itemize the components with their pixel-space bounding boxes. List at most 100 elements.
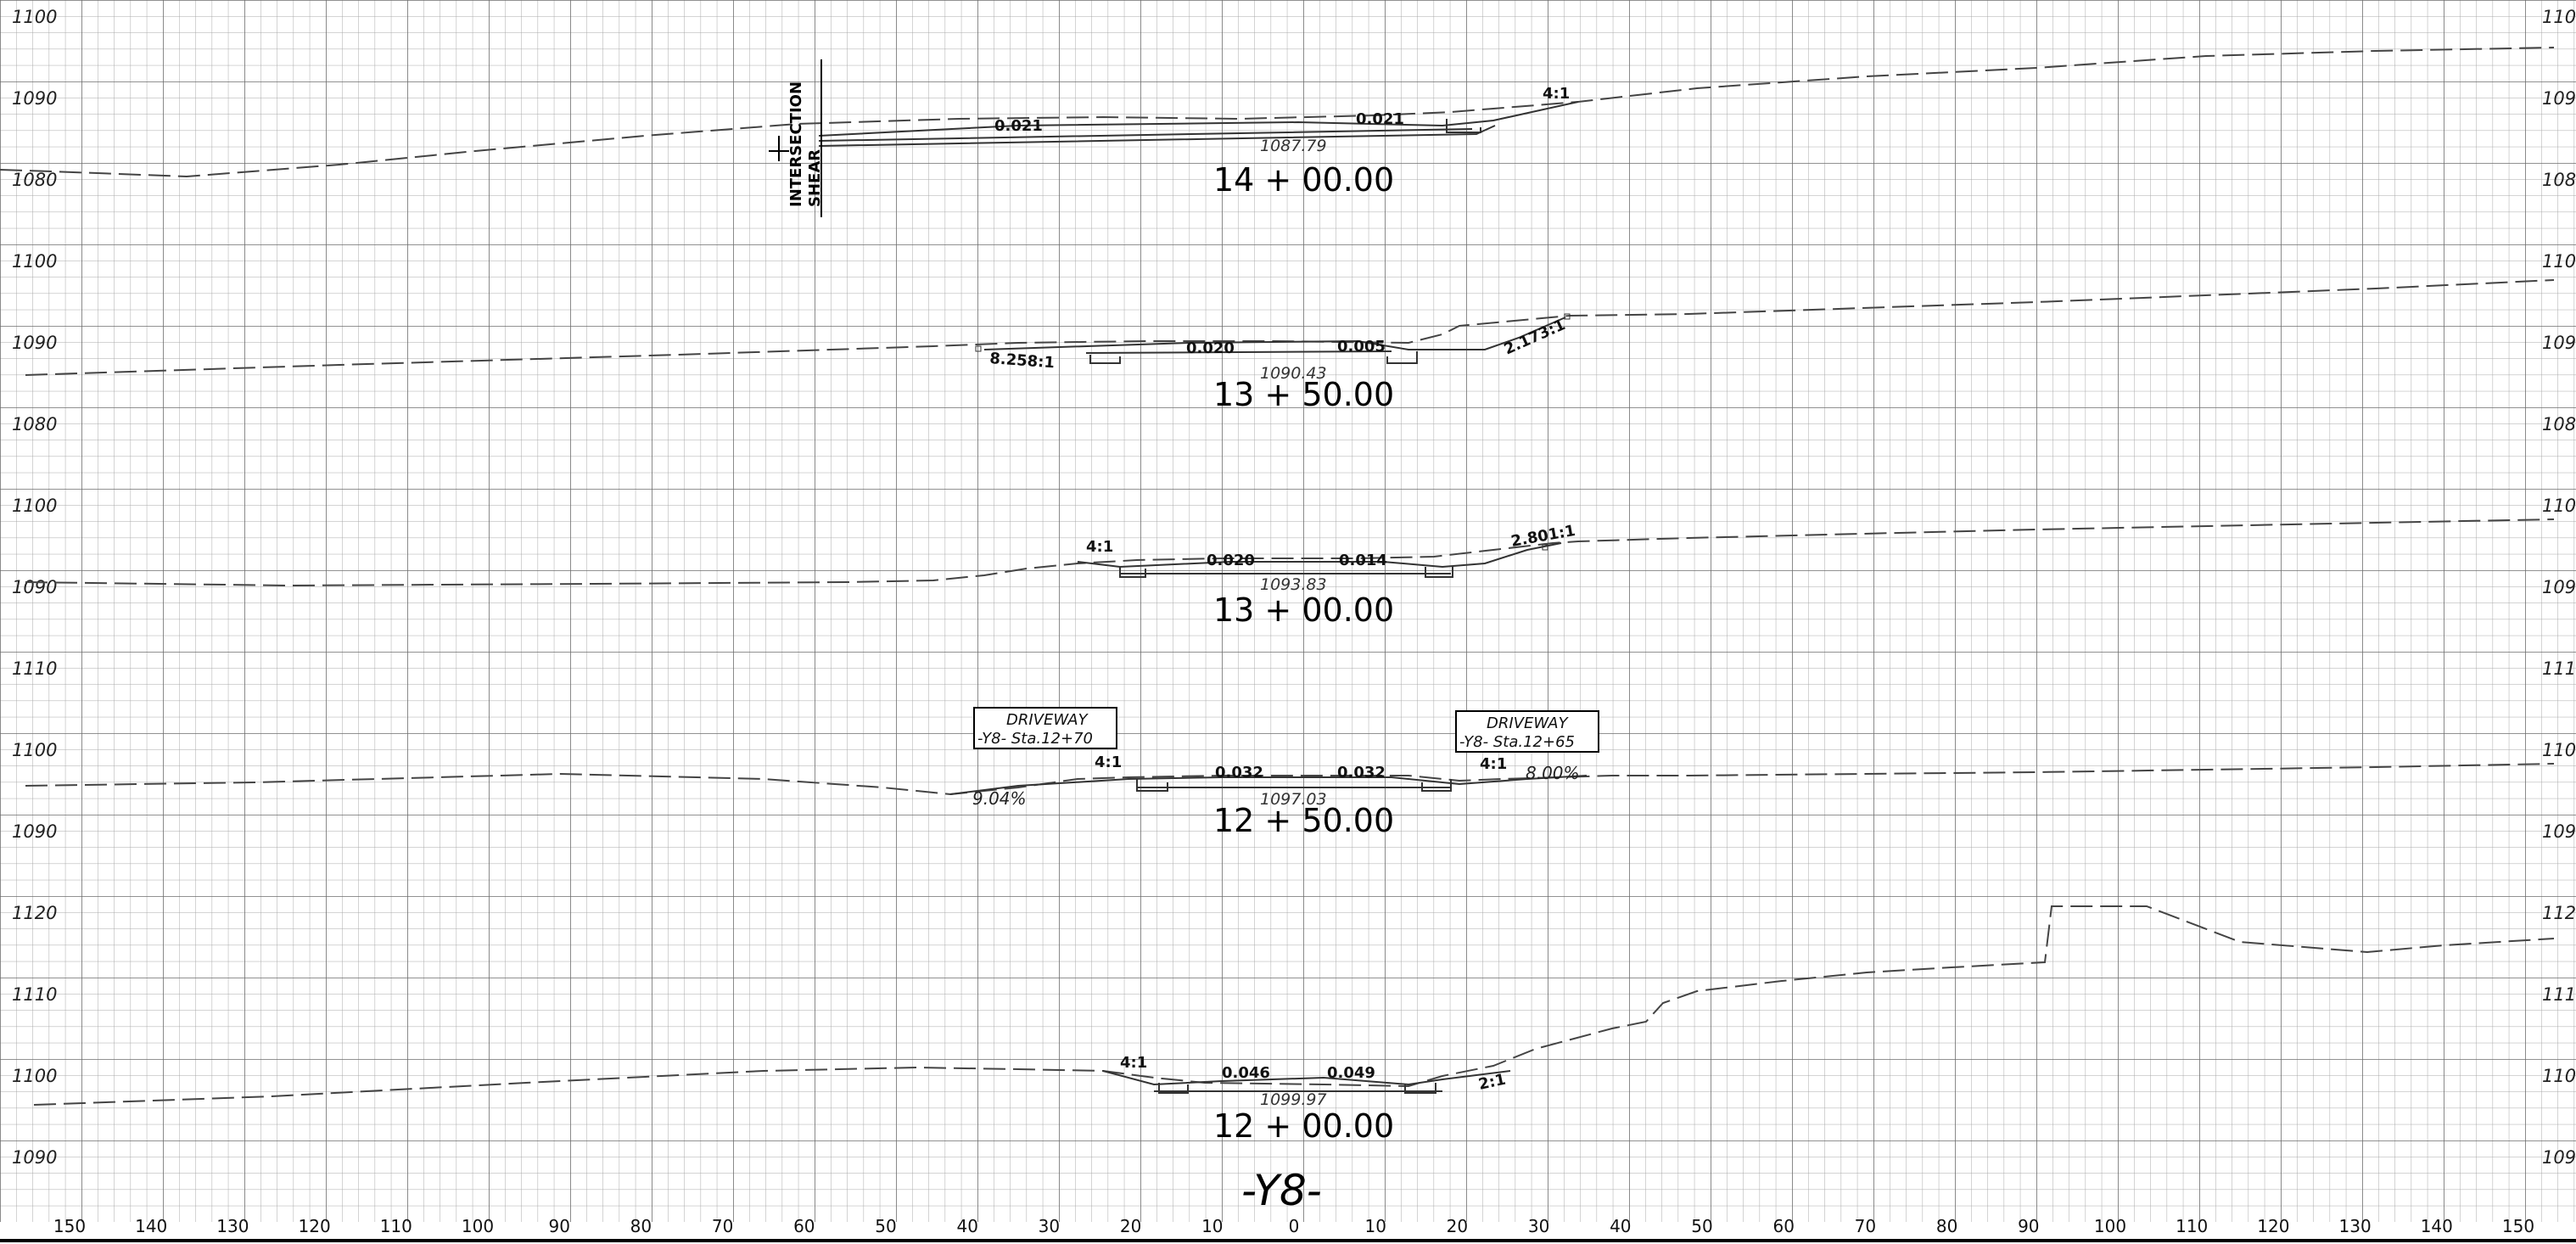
existing-ground-line — [25, 279, 2555, 376]
side-slope-label: 4:1 — [1120, 1054, 1147, 1072]
driveway-station: -Y8- Sta.12+70 — [977, 730, 1093, 748]
cross-slope-label: 0.021 — [994, 117, 1043, 135]
elev-label-left: 1100 — [12, 740, 57, 760]
elev-label-right: 1090 — [2542, 1147, 2576, 1168]
curb-gutter — [1119, 567, 1453, 578]
driveway-grade: 8.00% — [1526, 763, 1580, 783]
offset-tick-label: 140 — [2421, 1216, 2453, 1236]
offset-tick-label: 130 — [216, 1216, 249, 1236]
offset-tick-label: 120 — [2257, 1216, 2289, 1236]
offset-tick-label: 20 — [1447, 1216, 1468, 1236]
proposed-roadway — [1102, 1070, 1511, 1092]
note-line-1: INTERSECTION — [787, 81, 805, 207]
cross-slope-label: 0.049 — [1327, 1064, 1375, 1082]
offset-tick-label: 70 — [1855, 1216, 1876, 1236]
elev-label-left: 1090 — [12, 577, 57, 597]
slope-stake-marker — [975, 345, 982, 352]
station-label: 12 + 00.00 — [1213, 1107, 1394, 1145]
offset-tick-label: 130 — [2339, 1216, 2372, 1236]
elev-label-left: 1090 — [12, 333, 57, 353]
offset-tick-label: 100 — [462, 1216, 494, 1236]
section-1250: 1110 1100 1090 1110 1100 1090 DRIVEWAY -… — [12, 658, 2576, 842]
elev-label-left: 1080 — [12, 170, 57, 190]
elev-label-left: 1100 — [12, 251, 57, 272]
offset-tick-label: 90 — [548, 1216, 569, 1236]
alignment-title: -Y8- — [1241, 1166, 1322, 1215]
elev-label-left: 1090 — [12, 821, 57, 842]
elev-label-left: 1090 — [12, 1147, 57, 1168]
elev-label-right: 1090 — [2542, 88, 2576, 109]
slope-stake-marker — [1564, 313, 1571, 320]
offset-tick-label: 40 — [1610, 1216, 1631, 1236]
offset-tick-label: 110 — [2176, 1216, 2208, 1236]
elev-label-right: 1110 — [2542, 658, 2576, 679]
proposed-roadway — [983, 317, 1566, 354]
driveway-station: -Y8- Sta.12+65 — [1459, 733, 1575, 751]
elev-label-right: 1080 — [2542, 170, 2576, 190]
driveway-callout-left: DRIVEWAY -Y8- Sta.12+70 — [973, 707, 1117, 749]
curb-gutter — [1158, 1083, 1436, 1094]
existing-ground-line — [25, 763, 2555, 796]
existing-ground-line — [0, 47, 2555, 178]
proposed-roadway — [818, 101, 1579, 147]
driveway-grade: 9.04% — [972, 788, 1027, 809]
station-label: 12 + 50.00 — [1213, 802, 1394, 839]
curb-gutter — [1089, 351, 1418, 364]
grade-elevation: 1090.43 — [1260, 364, 1327, 383]
elev-label-right: 1090 — [2542, 333, 2576, 353]
offset-tick-label: 50 — [1691, 1216, 1712, 1236]
side-slope-label: 4:1 — [1086, 538, 1113, 556]
elev-label-left: 1090 — [12, 88, 57, 109]
section-1200: 1120 1110 1100 1090 1120 1110 1100 1090 … — [12, 903, 2576, 1168]
section-1400: 1100 1090 1080 1100 1090 1080 INTERSECTI… — [0, 7, 2576, 217]
grade-elevation: 1087.79 — [1260, 137, 1327, 155]
elev-label-left: 1100 — [12, 496, 57, 516]
driveway-callout-right: DRIVEWAY -Y8- Sta.12+65 — [1455, 710, 1599, 753]
offset-tick-label: 20 — [1120, 1216, 1141, 1236]
side-slope-label: 4:1 — [1095, 754, 1122, 771]
existing-ground-line — [25, 518, 2555, 587]
cross-slope-label: 0.014 — [1339, 552, 1387, 569]
intersection-shear-note: INTERSECTION SHEAR — [787, 81, 824, 207]
elev-label-left: 1100 — [12, 7, 57, 27]
cross-slope-label: 0.032 — [1215, 764, 1263, 782]
elev-label-right: 1080 — [2542, 414, 2576, 434]
grade-elevation: 1097.03 — [1260, 790, 1327, 809]
cross-slope-label: 0.046 — [1222, 1064, 1270, 1082]
slope-stake-marker — [1542, 544, 1548, 551]
elev-label-right: 1090 — [2542, 577, 2576, 597]
section-1300: 1100 1090 1100 1090 4:1 0.020 0.014 2.80… — [12, 496, 2576, 629]
elev-label-right: 1100 — [2542, 7, 2576, 27]
elev-label-left: 1080 — [12, 414, 57, 434]
offset-tick-label: 60 — [793, 1216, 815, 1236]
offset-tick-label: 30 — [1528, 1216, 1549, 1236]
elev-label-right: 1090 — [2542, 821, 2576, 842]
cross-slope-label: 0.021 — [1356, 110, 1404, 128]
cross-slope-label: 0.020 — [1207, 552, 1255, 569]
elev-label-left: 1120 — [12, 903, 57, 923]
offset-tick-label: 60 — [1772, 1216, 1794, 1236]
offset-tick-label: 30 — [1039, 1216, 1060, 1236]
section-1350: 1100 1090 1080 1100 1090 1080 8.258:1 0.… — [12, 251, 2576, 434]
cross-slope-label: 0.032 — [1337, 764, 1386, 782]
offset-tick-label: 50 — [875, 1216, 896, 1236]
elev-label-right: 1100 — [2542, 740, 2576, 760]
elev-label-right: 1100 — [2542, 251, 2576, 272]
station-label: 13 + 00.00 — [1213, 591, 1394, 629]
proposed-roadway — [1077, 542, 1562, 574]
elev-label-right: 1110 — [2542, 984, 2576, 1005]
proposed-roadway — [949, 775, 1588, 795]
elev-label-left: 1110 — [12, 984, 57, 1005]
elev-label-left: 1100 — [12, 1066, 57, 1086]
offset-tick-label: 150 — [53, 1216, 86, 1236]
existing-ground-line — [33, 905, 2555, 1106]
side-slope-label: 4:1 — [1543, 85, 1570, 103]
offset-tick-label: 70 — [712, 1216, 733, 1236]
offset-tick-label: 10 — [1364, 1216, 1386, 1236]
elev-label-right: 1120 — [2542, 903, 2576, 923]
offset-tick-label: 0 — [1289, 1216, 1300, 1236]
cross-slope-label: 0.020 — [1186, 339, 1235, 357]
